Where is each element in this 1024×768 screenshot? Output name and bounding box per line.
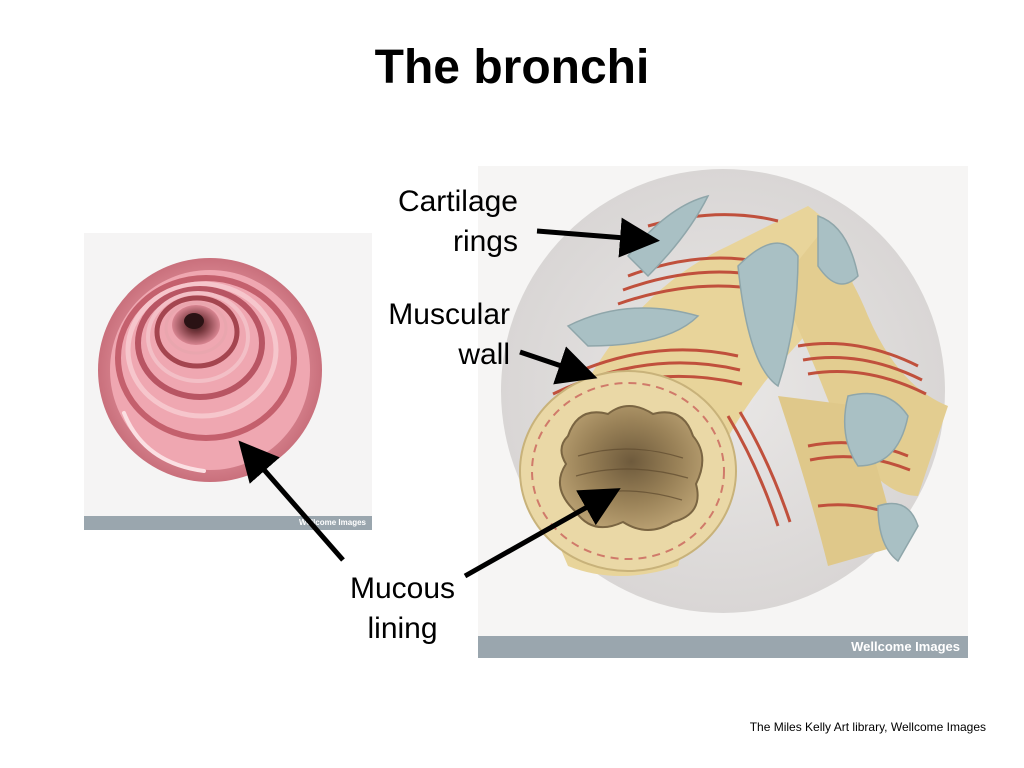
label-mucous-lining: Mucous lining [350,569,455,649]
tube-right-branch [778,236,948,496]
label-mucous-line1: Mucous [350,572,456,605]
lumen-folds [115,275,297,441]
label-cartilage-rings: Cartilage rings [398,182,518,262]
label-cartilage-line2: rings [452,225,518,258]
bronchus-lumen-illustration: Wellcome Images [84,233,372,530]
left-image-credit-bar: Wellcome Images [84,516,372,530]
slide-footer-credit: The Miles Kelly Art library, Wellcome Im… [749,720,986,734]
label-cartilage-line1: Cartilage [397,185,518,218]
bronchus-lumen-svg [98,258,322,482]
lumen-gloss [122,411,206,473]
label-mucous-line2: lining [367,612,438,645]
slide-title: The bronchi [374,41,650,94]
label-muscular-line2: wall [458,338,510,371]
label-muscular-line1: Muscular [388,298,510,331]
label-muscular-wall: Muscular wall [388,295,510,375]
right-image-credit-bar: Wellcome Images [478,636,968,658]
cut-face-muscle-ring [531,382,725,560]
bronchus-cross-section-illustration: Wellcome Images [478,166,968,658]
lumen-dark-core [184,313,204,329]
bronchus-cross-section-svg [501,169,948,613]
mucous-lining-lumen [558,405,704,531]
